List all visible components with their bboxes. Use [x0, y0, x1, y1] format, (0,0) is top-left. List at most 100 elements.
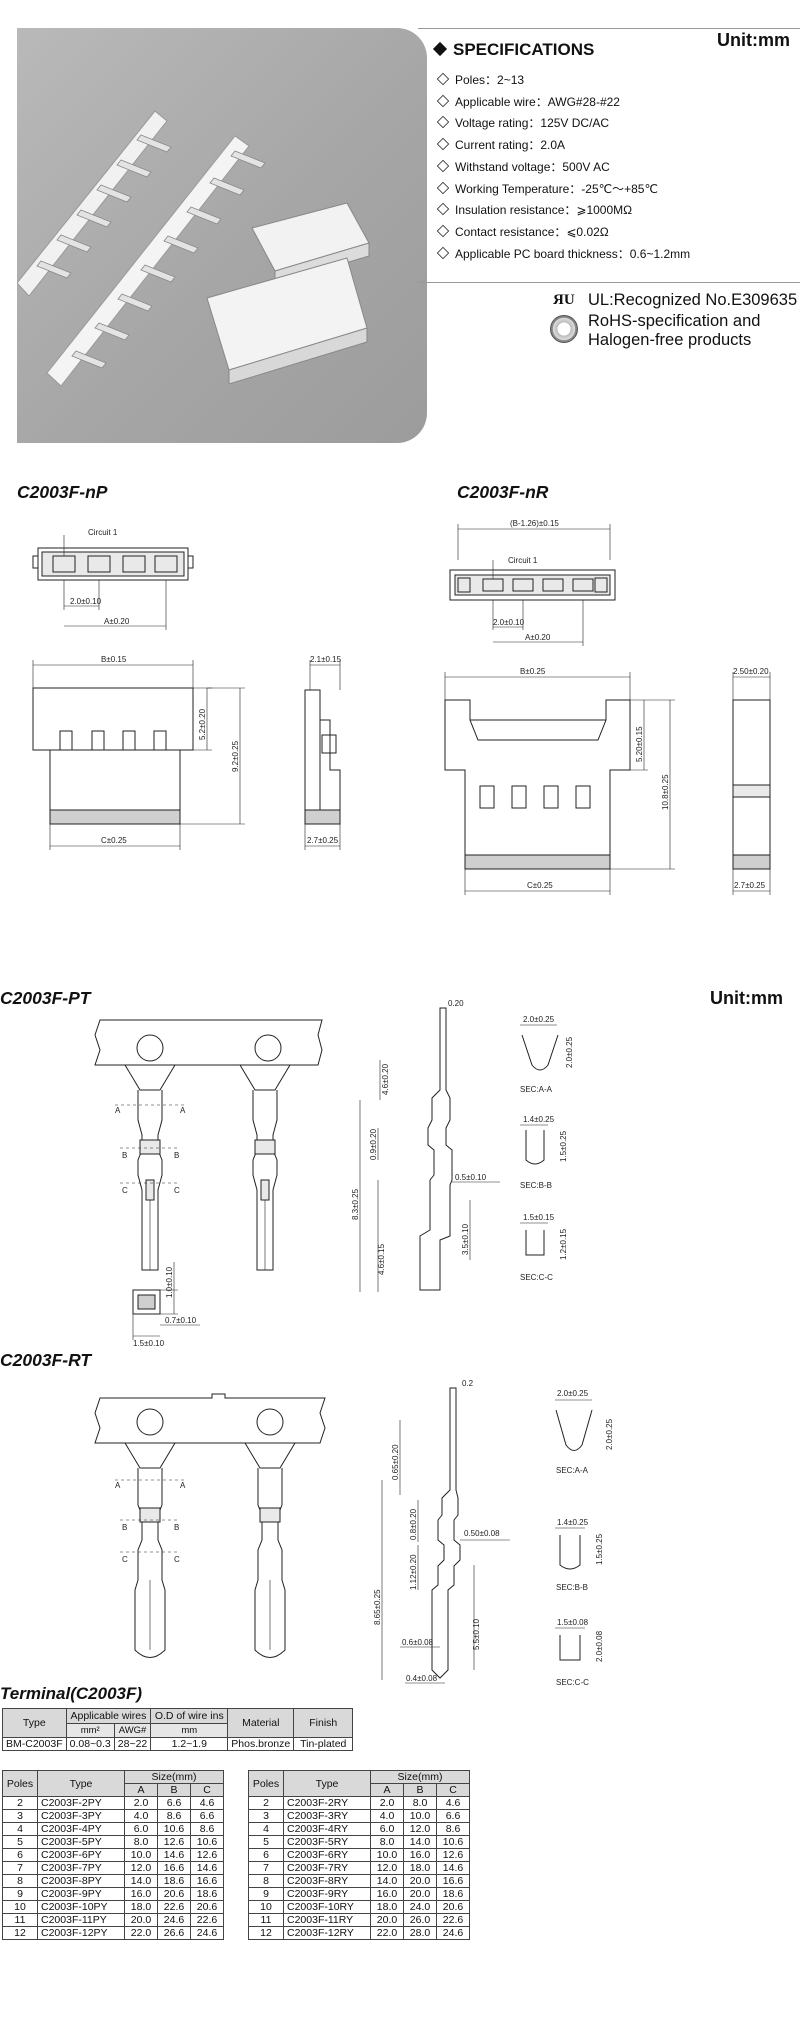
spec-text: Withstand voltage：500V AC	[455, 159, 610, 174]
diamond-icon	[436, 246, 450, 259]
pt-d2-dim: 0.9±0.20	[369, 1128, 378, 1160]
nr-front-view: B±0.25 5.20±0.15 10.8±0.25 C±0.25	[444, 667, 675, 895]
pt-d9-dim: 1.5±0.10	[133, 1339, 165, 1348]
rt-title: C2003F-RT	[0, 1350, 92, 1370]
cell-c: 18.6	[436, 1887, 470, 1901]
nr-h2-dim: 10.8±0.25	[661, 774, 670, 810]
mark-a: A	[115, 1481, 121, 1490]
spec-text: Contact resistance：⩽0.02Ω	[455, 224, 609, 239]
cell-c: 16.6	[436, 1874, 470, 1888]
nr-title: C2003F-nR	[457, 482, 549, 502]
cell-c: 4.6	[190, 1796, 224, 1810]
cell-type: C2003F-3RY	[283, 1809, 371, 1823]
np-a-dim: A±0.20	[104, 617, 130, 626]
rt-d7-dim: 0.6±0.08	[402, 1638, 434, 1647]
th-b: B	[157, 1783, 191, 1797]
cell-b: 18.6	[157, 1874, 191, 1888]
cell-type: C2003F-12RY	[283, 1926, 371, 1940]
cell-type: C2003F-2PY	[37, 1796, 125, 1810]
mark-b: B	[122, 1523, 127, 1532]
rt-sec-c: SEC:C-C	[556, 1678, 589, 1687]
spec-text: Applicable PC board thickness：0.6~1.2mm	[455, 246, 691, 261]
pt-sc-w: 1.5±0.15	[523, 1213, 555, 1222]
spec-text: Working Temperature：-25℃～+85℃	[455, 181, 658, 196]
cell-a: 8.0	[370, 1835, 404, 1849]
cell-a: 16.0	[124, 1887, 158, 1901]
cell-type: C2003F-10PY	[37, 1900, 125, 1914]
pt-sa-h: 2.0±0.25	[565, 1036, 574, 1068]
th-c: C	[436, 1783, 470, 1797]
cell-c: 22.6	[436, 1913, 470, 1927]
cell-a: 6.0	[124, 1822, 158, 1836]
diamond-icon	[436, 159, 450, 172]
cell-c: 8.6	[190, 1822, 224, 1836]
cell-c: 10.6	[190, 1835, 224, 1849]
pt-sb-h: 1.5±0.25	[559, 1130, 568, 1162]
th-size: Size(mm)	[124, 1770, 224, 1784]
nr-top-view: (B-1.26)±0.15 Circuit 1 2.0±0.10 A±0.20	[449, 519, 616, 646]
np-front-view: B±0.15 5.2±0.20 9.2±0.25 C±0.25	[32, 655, 245, 850]
rt-sc-w: 1.5±0.08	[557, 1618, 589, 1627]
cell-b: 8.6	[157, 1809, 191, 1823]
cell-poles: 8	[2, 1874, 38, 1888]
th-mm: mm	[150, 1723, 229, 1738]
pt-d4-dim: 4.6±0.15	[377, 1243, 386, 1275]
pt-terminal-right	[239, 1064, 291, 1271]
np-b-dim: B±0.15	[101, 655, 127, 664]
th-b: B	[403, 1783, 437, 1797]
nr-w2-dim: 2.7±0.25	[734, 881, 766, 890]
cell-poles: 2	[2, 1796, 38, 1810]
rt-sa-h: 2.0±0.25	[605, 1418, 614, 1450]
pt-sections: 2.0±0.25 2.0±0.25 SEC:A-A 1.4±0.25 1.5±0…	[520, 1015, 574, 1282]
spec-item: Insulation resistance：⩾1000MΩ	[436, 200, 690, 222]
cell-b: 28.0	[403, 1926, 437, 1940]
cell-a: 10.0	[124, 1848, 158, 1862]
spec-top-rule	[418, 28, 800, 29]
terminal-awg: 28~22	[113, 1737, 152, 1751]
cell-poles: 3	[2, 1809, 38, 1823]
cell-a: 18.0	[124, 1900, 158, 1914]
cell-poles: 10	[248, 1900, 284, 1914]
cell-a: 20.0	[124, 1913, 158, 1927]
cell-type: C2003F-9RY	[283, 1887, 371, 1901]
pt-section-marks: A A B B C C	[115, 1104, 186, 1195]
mark-b: B	[122, 1151, 127, 1160]
cell-b: 14.0	[403, 1835, 437, 1849]
mark-a: A	[180, 1106, 186, 1115]
terminal-table: Type Applicable wires O.D of wire ins Ma…	[2, 1707, 354, 1751]
rt-d3-dim: 8.65±0.25	[373, 1589, 382, 1625]
rt-sa-w: 2.0±0.25	[557, 1389, 589, 1398]
nr-a-dim: A±0.20	[525, 633, 551, 642]
cell-a: 14.0	[124, 1874, 158, 1888]
pt-end-view: 1.0±0.10 0.7±0.10 1.5±0.10	[132, 1262, 200, 1348]
cell-a: 8.0	[124, 1835, 158, 1849]
rt-sec-a: SEC:A-A	[556, 1466, 589, 1475]
cell-type: C2003F-8PY	[37, 1874, 125, 1888]
cell-poles: 9	[2, 1887, 38, 1901]
np-side-view: 2.1±0.15 2.7±0.25	[304, 655, 342, 850]
cell-b: 14.6	[157, 1848, 191, 1862]
cell-b: 20.0	[403, 1887, 437, 1901]
th-awg: AWG#	[113, 1723, 152, 1738]
mark-c: C	[174, 1186, 180, 1195]
mark-b: B	[174, 1151, 179, 1160]
cell-poles: 11	[248, 1913, 284, 1927]
cell-c: 6.6	[190, 1809, 224, 1823]
nr-pitch-dim: 2.0±0.10	[493, 618, 525, 627]
th-c: C	[190, 1783, 224, 1797]
np-pitch-dim: 2.0±0.10	[70, 597, 102, 606]
th-size: Size(mm)	[370, 1770, 470, 1784]
rt-sb-h: 1.5±0.25	[595, 1533, 604, 1565]
diamond-icon	[436, 137, 450, 151]
cell-b: 26.0	[403, 1913, 437, 1927]
cell-type: C2003F-12PY	[37, 1926, 125, 1940]
cell-c: 24.6	[190, 1926, 224, 1940]
rt-d8-dim: 0.4±0.08	[406, 1674, 438, 1683]
